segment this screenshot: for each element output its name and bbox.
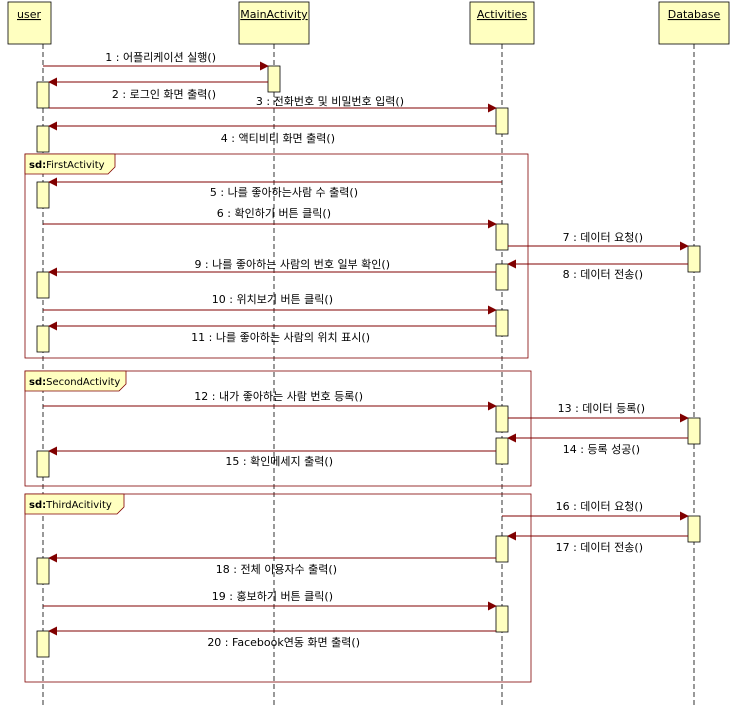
activation-user-7: [36, 557, 50, 585]
lifeline-database: Database: [658, 1, 730, 706]
activation-acts-6: [495, 437, 509, 465]
svg-text:1 : 어플리케이션 실행(): 1 : 어플리케이션 실행(): [105, 51, 216, 64]
svg-text:18 : 전체 이용자수 출력(): 18 : 전체 이용자수 출력(): [216, 563, 337, 576]
activation-acts-4: [495, 309, 509, 337]
activation-user-5: [36, 325, 50, 353]
frame-second-activity: sd:SecondActivity: [24, 370, 532, 487]
svg-text:4 : 액티비티 화면 출력(): 4 : 액티비티 화면 출력(): [221, 132, 335, 145]
frame-second-name: SecondActivity: [46, 377, 120, 388]
activation-user-2: [36, 125, 50, 153]
activation-acts-5: [495, 405, 509, 433]
message-5: 5 : 나를 좋아하는사람 수 출력(): [48, 177, 502, 199]
lifeline-activities-label: Activities: [477, 8, 527, 21]
svg-text:19 : 홍보하기 버튼 클릭(): 19 : 홍보하기 버튼 클릭(): [212, 589, 333, 603]
message-16: 16 : 데이터 요청(): [502, 500, 689, 521]
message-1: 1 : 어플리케이션 실행(): [43, 51, 269, 71]
svg-text:2 : 로그인 화면 출력(): 2 : 로그인 화면 출력(): [112, 88, 216, 101]
svg-text:9 : 나를 좋아하는 사람의 번호 일부 확인(): 9 : 나를 좋아하는 사람의 번호 일부 확인(): [194, 257, 390, 271]
message-19: 19 : 홍보하기 버튼 클릭(): [43, 589, 497, 611]
activation-acts-8: [495, 605, 509, 633]
lifeline-user-label: user: [17, 8, 41, 21]
svg-text:5 : 나를 좋아하는사람 수 출력(): 5 : 나를 좋아하는사람 수 출력(): [210, 185, 358, 199]
svg-text:3 : 전화번호 및 비밀번호 입력(): 3 : 전화번호 및 비밀번호 입력(): [256, 95, 404, 108]
message-2: 2 : 로그인 화면 출력(): [48, 77, 268, 101]
activations: [36, 65, 701, 658]
lifeline-mainactivity: MainActivity: [238, 1, 310, 706]
activation-db-3: [687, 515, 701, 543]
svg-text:13 : 데이터 등록(): 13 : 데이터 등록(): [558, 402, 645, 415]
svg-text:11 : 나를 좋아하는 사람의 위치 표시(): 11 : 나를 좋아하는 사람의 위치 표시(): [191, 330, 370, 344]
message-14: 14 : 등록 성공(): [507, 433, 688, 456]
activation-user-1: [36, 81, 50, 109]
lifeline-mainactivity-label: MainActivity: [240, 8, 308, 21]
activation-main-1: [267, 65, 281, 93]
svg-text:6 : 확인하기 버튼 클릭(): 6 : 확인하기 버튼 클릭(): [217, 206, 331, 220]
svg-text:12 : 내가 좋아하는 사람 번호 등록(): 12 : 내가 좋아하는 사람 번호 등록(): [194, 389, 363, 403]
frame-third-name: ThirdAcitivity: [45, 500, 112, 511]
message-13: 13 : 데이터 등록(): [508, 402, 689, 423]
message-12: 12 : 내가 좋아하는 사람 번호 등록(): [43, 389, 497, 411]
frame-first-name: FirstActivity: [46, 160, 105, 171]
svg-text:8 : 데이터 전송(): 8 : 데이터 전송(): [563, 268, 643, 281]
message-6: 6 : 확인하기 버튼 클릭(): [43, 206, 497, 229]
frame-first-prefix: sd:: [29, 160, 46, 171]
activation-user-8: [36, 630, 50, 658]
frame-second-prefix: sd:: [29, 377, 46, 388]
message-11: 11 : 나를 좋아하는 사람의 위치 표시(): [48, 321, 496, 344]
lifeline-activities: Activities: [469, 1, 535, 706]
svg-text:sd:FirstActivity: sd:FirstActivity: [29, 160, 105, 171]
svg-text:16 : 데이터 요청(): 16 : 데이터 요청(): [556, 500, 643, 513]
frame-first-activity: sd:FirstActivity: [24, 153, 529, 359]
svg-text:sd:ThirdAcitivity: sd:ThirdAcitivity: [29, 500, 112, 511]
svg-text:17 : 데이터 전송(): 17 : 데이터 전송(): [556, 541, 643, 554]
message-18: 18 : 전체 이용자수 출력(): [48, 553, 496, 576]
message-7: 7 : 데이터 요청(): [508, 231, 689, 251]
activation-acts-7: [495, 535, 509, 563]
activation-db-1: [687, 245, 701, 273]
activation-user-6: [36, 450, 50, 478]
activation-user-3: [36, 181, 50, 209]
svg-text:15 : 확인메세지 출력(): 15 : 확인메세지 출력(): [225, 455, 333, 468]
svg-text:sd:SecondActivity: sd:SecondActivity: [29, 377, 120, 388]
message-4: 4 : 액티비티 화면 출력(): [48, 121, 496, 145]
svg-text:7 : 데이터 요청(): 7 : 데이터 요청(): [563, 231, 643, 244]
message-20: 20 : Facebook연동 화면 출력(): [48, 626, 496, 649]
frame-third-prefix: sd:: [29, 500, 46, 511]
svg-text:14 : 등록 성공(): 14 : 등록 성공(): [563, 443, 640, 456]
message-8: 8 : 데이터 전송(): [507, 259, 688, 281]
activation-db-2: [687, 417, 701, 445]
activation-acts-2: [495, 223, 509, 251]
message-9: 9 : 나를 좋아하는 사람의 번호 일부 확인(): [48, 257, 496, 277]
lifeline-database-label: Database: [668, 8, 721, 21]
message-15: 15 : 확인메세지 출력(): [48, 446, 496, 468]
message-3: 3 : 전화번호 및 비밀번호 입력(): [49, 95, 497, 113]
svg-text:20 : Facebook연동 화면 출력(): 20 : Facebook연동 화면 출력(): [207, 636, 360, 649]
activation-acts-3: [495, 263, 509, 291]
message-17: 17 : 데이터 전송(): [507, 531, 688, 554]
frame-third-activity: sd:ThirdAcitivity: [24, 493, 532, 683]
activation-user-4: [36, 271, 50, 299]
message-10: 10 : 위치보기 버튼 클릭(): [43, 293, 497, 315]
activation-acts-1: [495, 107, 509, 135]
svg-text:10 : 위치보기 버튼 클릭(): 10 : 위치보기 버튼 클릭(): [212, 293, 333, 306]
